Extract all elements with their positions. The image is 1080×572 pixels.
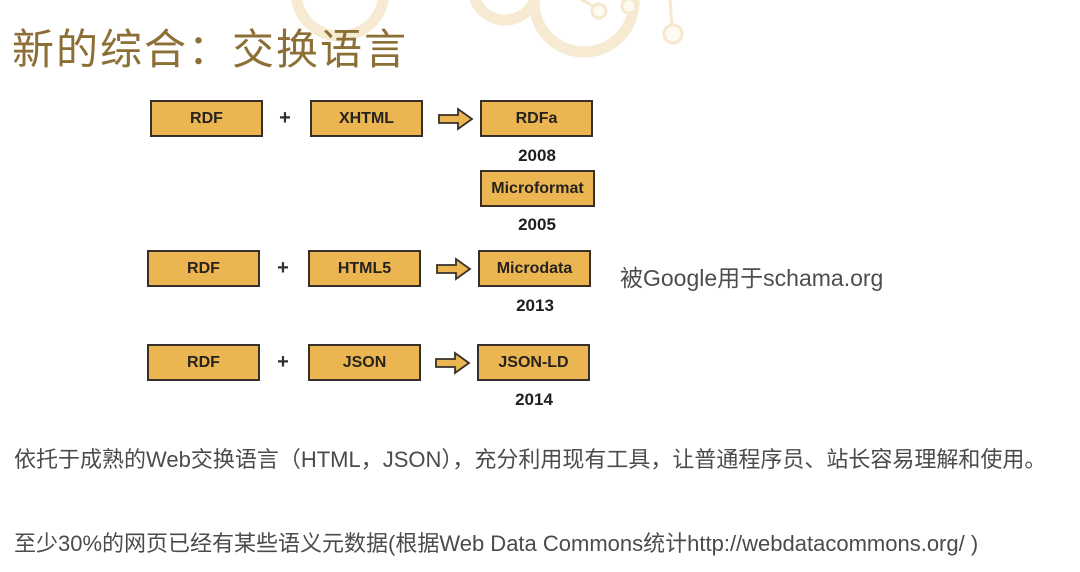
year-label-microdata: 2013 bbox=[516, 296, 554, 315]
rdf-box: RDF bbox=[150, 100, 263, 137]
year-label-microformat: 2005 bbox=[518, 215, 556, 234]
rdfa-box: RDFa bbox=[480, 100, 593, 137]
body-paragraph-2: 至少30%的网页已经有某些语义元数据(根据Web Data Commons统计h… bbox=[14, 531, 979, 556]
block-arrow-icon bbox=[438, 107, 474, 131]
block-arrow-icon bbox=[436, 257, 472, 281]
microformat-box: Microformat bbox=[480, 170, 595, 207]
plus-operator: + bbox=[277, 351, 289, 373]
block-arrow-icon bbox=[435, 351, 471, 375]
microdata-box: Microdata bbox=[478, 250, 591, 287]
page-title: 新的综合：交换语言 bbox=[12, 26, 409, 73]
json-ld-box: JSON-LD bbox=[477, 344, 590, 381]
year-label-json-ld: 2014 bbox=[515, 390, 553, 409]
plus-operator: + bbox=[277, 257, 289, 279]
rdf-box: RDF bbox=[147, 344, 260, 381]
body-paragraph-1: 依托于成熟的Web交换语言（HTML，JSON），充分利用现有工具，让普通程序员… bbox=[14, 447, 1047, 472]
xhtml-box: XHTML bbox=[310, 100, 423, 137]
json-box: JSON bbox=[308, 344, 421, 381]
year-label-rdfa: 2008 bbox=[518, 146, 556, 165]
html5-box: HTML5 bbox=[308, 250, 421, 287]
rdf-box: RDF bbox=[147, 250, 260, 287]
google-usage-note: 被Google用于schama.org bbox=[620, 265, 884, 291]
plus-operator: + bbox=[279, 107, 291, 129]
